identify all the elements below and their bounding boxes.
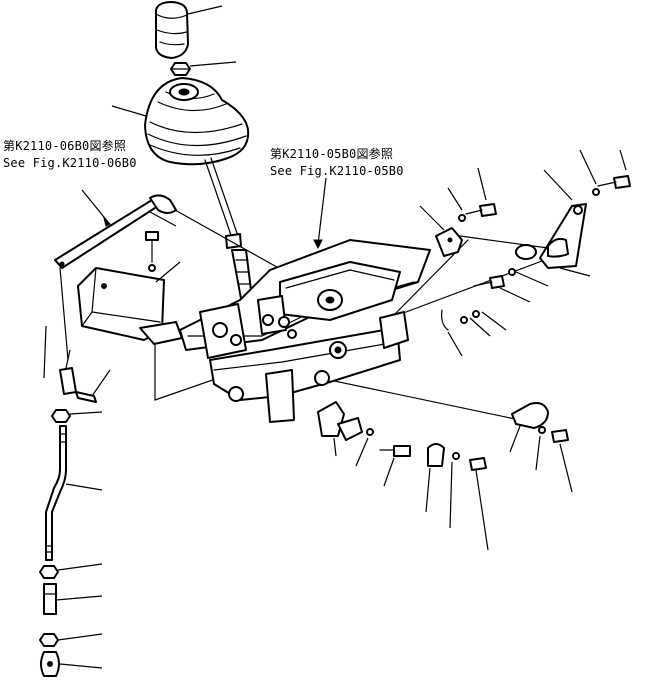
middle-right-bolts	[441, 268, 549, 357]
switch-block-icon	[419, 205, 463, 257]
clamp-icon	[509, 402, 573, 493]
control-housing-icon	[179, 239, 431, 423]
right-bracket-icon	[515, 169, 591, 277]
shift-lever-icon	[204, 157, 253, 305]
reference-label-left-jp: 第K2110-06B0図参照	[3, 139, 127, 153]
knob-nut-icon	[170, 61, 237, 76]
linkage-rod-icon	[39, 325, 111, 677]
left-reference-leader	[149, 211, 177, 227]
right-reference-leader	[313, 177, 327, 250]
reference-label-right-en: See Fig.K2110-05B0	[270, 164, 404, 178]
upper-right-screws	[447, 149, 631, 222]
reference-label-left-en: See Fig.K2110-06B0	[3, 156, 137, 170]
control-box-icon	[77, 261, 183, 345]
box-bolt-icon	[145, 231, 159, 272]
rubber-boot-icon	[111, 77, 250, 166]
reference-label-right-jp: 第K2110-05B0図参照	[270, 147, 394, 161]
lower-middle-parts	[317, 401, 489, 551]
left-bracket-icon	[54, 189, 177, 361]
shift-knob-icon	[155, 1, 223, 59]
